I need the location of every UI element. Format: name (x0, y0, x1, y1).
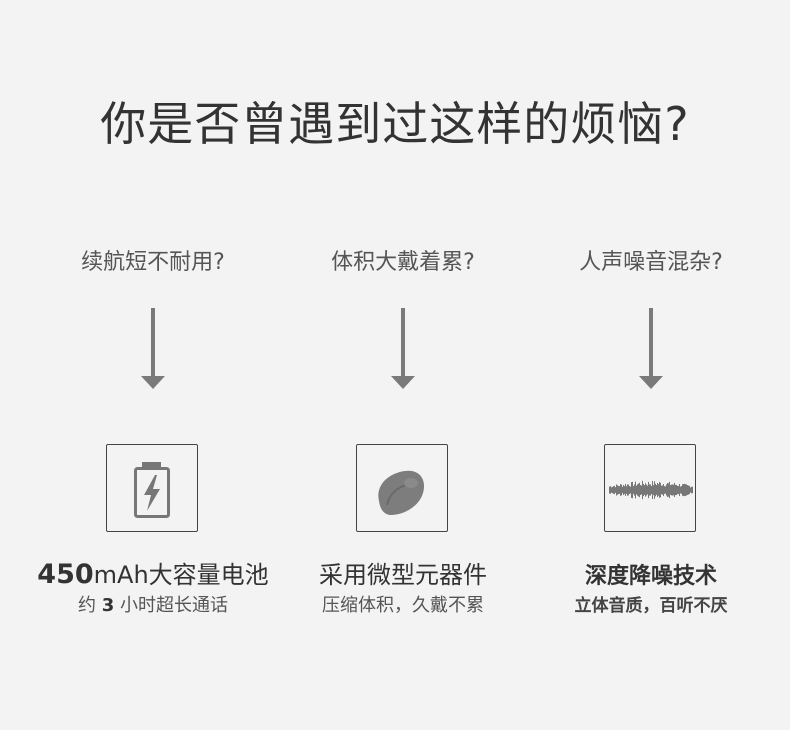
sub-size: 压缩体积，久戴不累 (322, 595, 484, 616)
down-arrow-icon (639, 308, 663, 389)
sound-wave-icon-box (604, 444, 696, 532)
feature-battery: 450mAh大容量电池 (28, 555, 278, 590)
sub-battery-prefix: 约 (78, 595, 102, 616)
sub-battery: 约 3 小时超长通话 (28, 591, 278, 617)
question-battery: 续航短不耐用? (81, 250, 225, 275)
battery-capacity-text: mAh大容量电池 (93, 561, 269, 589)
battery-icon-box (106, 444, 198, 532)
sound-wave-icon (609, 480, 693, 500)
down-arrow-icon (391, 308, 415, 389)
earbud-icon-box (356, 444, 448, 532)
column-noise: 人声噪音混杂? 深度降噪技术 立体音质，百听不厌 (526, 0, 776, 730)
question-size: 体积大戴着累? (331, 250, 475, 275)
feature-size: 采用微型元器件 (319, 561, 487, 589)
page-title: 你是否曾遇到过这样的烦恼? (100, 97, 690, 151)
column-battery: 续航短不耐用? 450mAh大容量电池 约 3 小时超长通话 (28, 0, 278, 730)
column-size: 体积大戴着累? 采用微型元器件 压缩体积，久戴不累 (278, 0, 528, 730)
sub-battery-hours: 3 (101, 595, 115, 616)
earbud-icon (378, 470, 425, 515)
battery-charging-icon (134, 462, 170, 518)
feature-noise: 深度降噪技术 (584, 564, 717, 589)
battery-capacity-number: 450 (37, 559, 94, 590)
sub-noise: 立体音质，百听不厌 (574, 596, 728, 616)
down-arrow-icon (141, 308, 165, 389)
question-noise: 人声噪音混杂? (579, 250, 723, 275)
sub-battery-suffix: 小时超长通话 (114, 595, 228, 616)
